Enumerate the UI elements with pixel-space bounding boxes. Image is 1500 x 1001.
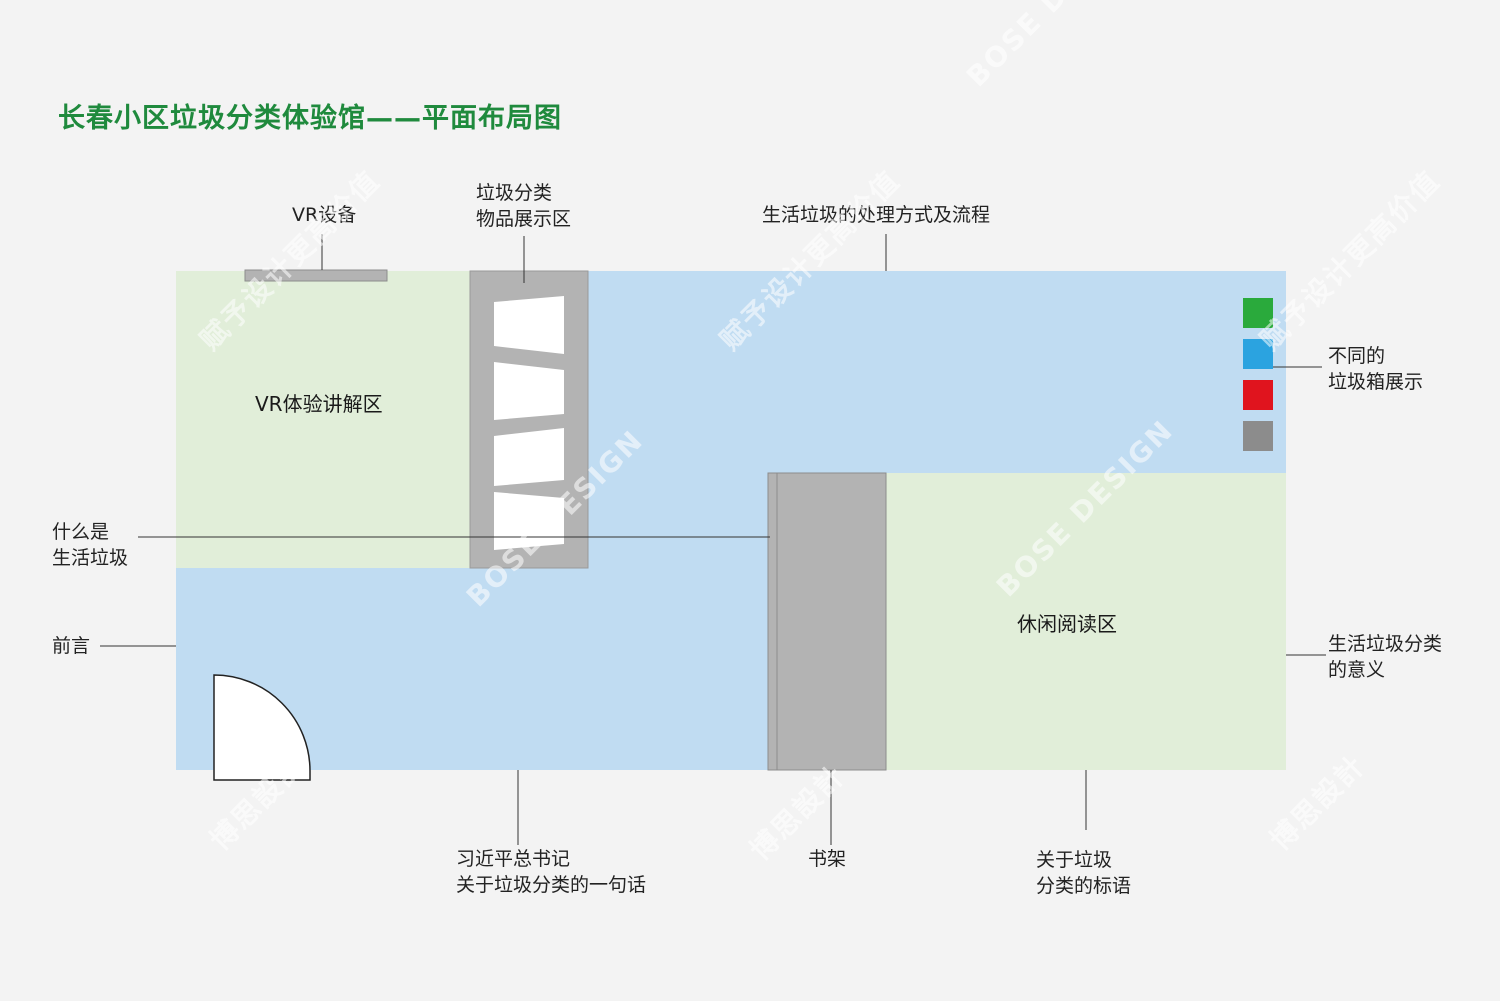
bin-gray <box>1243 421 1273 451</box>
what-is-label-line2: 生活垃圾 <box>52 547 129 569</box>
display-shelf-4 <box>494 492 564 550</box>
meaning-label: 生活垃圾分类 的意义 <box>1328 631 1442 683</box>
quote-label-line2: 关于垃圾分类的一句话 <box>456 874 647 896</box>
display-shelf-1 <box>494 296 564 354</box>
vr-device <box>244 269 388 282</box>
entrance-door <box>213 674 311 781</box>
display-area-label-line2: 物品展示区 <box>476 208 572 230</box>
what-is-label: 什么是 生活垃圾 <box>52 519 128 571</box>
bookshelf <box>767 472 887 771</box>
bin-blue <box>1243 339 1273 369</box>
vr-zone <box>176 271 470 568</box>
display-shelf-3 <box>494 428 564 486</box>
slogan-label: 关于垃圾 分类的标语 <box>1036 847 1131 899</box>
preface-label: 前言 <box>52 635 91 657</box>
bookshelf-label: 书架 <box>808 848 847 870</box>
display-shelf-2 <box>494 362 564 420</box>
page-title: 长春小区垃圾分类体验馆——平面布局图 <box>58 103 562 134</box>
vr-device-label: VR设备 <box>292 204 357 226</box>
bins-label-line2: 垃圾箱展示 <box>1328 371 1424 393</box>
what-is-label-line1: 什么是 <box>52 521 110 543</box>
quote-label-line1: 习近平总书记 <box>456 848 571 870</box>
bin-red <box>1243 380 1273 410</box>
slogan-label-line2: 分类的标语 <box>1036 875 1132 897</box>
bins-label-line1: 不同的 <box>1328 345 1386 367</box>
bins-label: 不同的 垃圾箱展示 <box>1328 343 1423 395</box>
display-area-label: 垃圾分类 物品展示区 <box>476 180 571 232</box>
bin-green <box>1243 298 1273 328</box>
reading-zone-label: 休闲阅读区 <box>1017 612 1117 636</box>
meaning-label-line2: 的意义 <box>1328 659 1386 681</box>
slogan-label-line1: 关于垃圾 <box>1036 849 1113 871</box>
process-label: 生活垃圾的处理方式及流程 <box>762 204 991 226</box>
meaning-label-line1: 生活垃圾分类 <box>1328 633 1443 655</box>
vr-zone-label: VR体验讲解区 <box>255 392 383 416</box>
quote-label: 习近平总书记 关于垃圾分类的一句话 <box>456 846 646 898</box>
reading-zone <box>886 473 1286 770</box>
display-area-label-line1: 垃圾分类 <box>476 182 553 204</box>
